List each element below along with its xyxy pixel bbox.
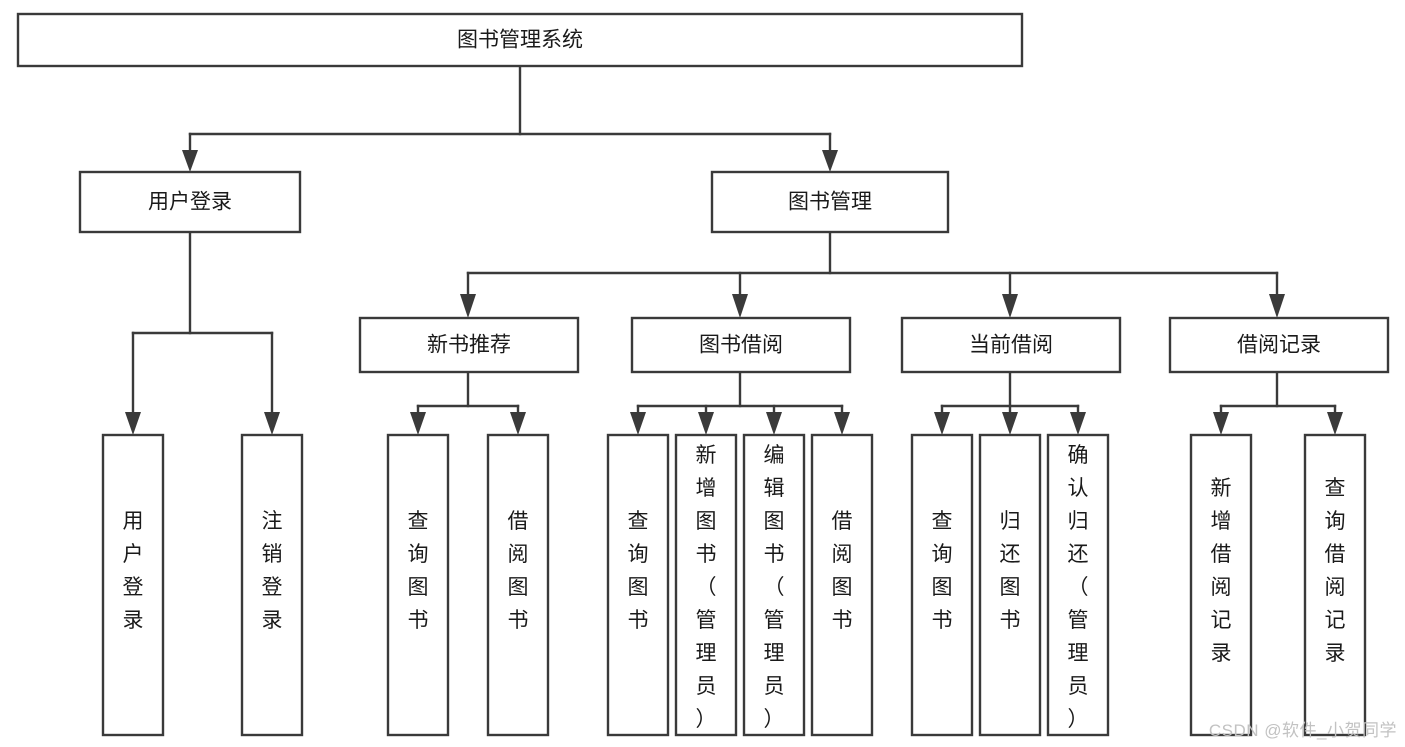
node-leaf-query-book-2-box[interactable]	[606, 433, 670, 737]
connector-group-book-borrow	[630, 370, 850, 435]
node-current-borrow-box[interactable]	[900, 316, 1122, 374]
node-new-book-rec[interactable]: 新书推荐	[358, 316, 580, 374]
node-leaf-query-record[interactable]: 查询借阅记录	[1303, 433, 1367, 737]
node-leaf-query-record-box[interactable]	[1303, 433, 1367, 737]
node-book-manage[interactable]: 图书管理	[710, 170, 950, 234]
node-leaf-add-book-box[interactable]	[674, 433, 738, 737]
arrow-user-login-b1-icon	[125, 412, 141, 435]
arrow-br-b1-icon	[1213, 412, 1229, 435]
node-current-borrow-label: 当前借阅	[969, 334, 1053, 357]
node-leaf-borrow-book-2-box[interactable]	[810, 433, 874, 737]
node-borrow-record[interactable]: 借阅记录	[1168, 316, 1390, 374]
node-current-borrow[interactable]: 当前借阅	[900, 316, 1122, 374]
node-leaf-add-book-label: 新增图书（管理员）	[696, 444, 717, 731]
node-leaf-confirm-return-box[interactable]	[1046, 433, 1110, 737]
node-leaf-edit-book-box[interactable]	[742, 433, 806, 737]
connector-group-current-borrow	[934, 370, 1086, 435]
node-book-manage-box[interactable]	[710, 170, 950, 234]
arrow-bm-c1-icon	[460, 294, 476, 318]
arrow-bb-b3-icon	[766, 412, 782, 435]
node-leaf-logout-label: 注销登录	[262, 510, 283, 632]
arrow-user-login-b2-icon	[264, 412, 280, 435]
node-leaf-borrow-book-1-label: 借阅图书	[508, 510, 529, 632]
node-leaf-user-login-box[interactable]	[101, 433, 165, 737]
node-leaf-logout[interactable]: 注销登录	[240, 433, 304, 737]
node-leaf-confirm-return-label: 确认归还（管理员）	[1068, 444, 1089, 731]
node-book-borrow-box[interactable]	[630, 316, 852, 374]
arrow-root-to-user-login-icon	[182, 150, 198, 172]
connector-group-borrow-record	[1213, 370, 1343, 435]
node-leaf-query-book-2[interactable]: 查询图书	[606, 433, 670, 737]
connector-group-new-book-rec	[410, 370, 526, 435]
node-book-manage-label: 图书管理	[788, 191, 872, 214]
connector-group-root	[182, 63, 838, 172]
node-leaf-return-book-label: 归还图书	[1000, 510, 1021, 632]
node-leaf-add-record-box[interactable]	[1189, 433, 1253, 737]
node-leaf-query-book-1-label: 查询图书	[408, 510, 429, 632]
arrow-bb-b4-icon	[834, 412, 850, 435]
node-leaf-user-login[interactable]: 用户登录	[101, 433, 165, 737]
node-leaf-query-book-3[interactable]: 查询图书	[910, 433, 974, 737]
connector-group-user-login	[125, 230, 280, 435]
arrow-bm-c4-icon	[1269, 294, 1285, 318]
arrow-bm-c2-icon	[732, 294, 748, 318]
node-leaf-edit-book-label: 编辑图书（管理员）	[764, 444, 785, 731]
node-leaf-borrow-book-2-label: 借阅图书	[832, 510, 853, 632]
arrow-root-to-book-manage-icon	[822, 150, 838, 172]
node-leaf-add-record-label: 新增借阅记录	[1211, 477, 1232, 665]
arrow-bb-b2-icon	[698, 412, 714, 435]
node-leaf-query-book-3-box[interactable]	[910, 433, 974, 737]
node-leaf-return-book-box[interactable]	[978, 433, 1042, 737]
arrow-br-b2-icon	[1327, 412, 1343, 435]
connector-group-book-manage	[460, 230, 1285, 318]
arrow-nbr-b2-icon	[510, 412, 526, 435]
arrow-cb-b2-icon	[1002, 412, 1018, 435]
arrow-nbr-b1-icon	[410, 412, 426, 435]
arrow-cb-b1-icon	[934, 412, 950, 435]
node-leaf-logout-box[interactable]	[240, 433, 304, 737]
node-leaf-borrow-book-2[interactable]: 借阅图书	[810, 433, 874, 737]
node-leaf-query-book-3-label: 查询图书	[932, 510, 953, 632]
node-leaf-add-record[interactable]: 新增借阅记录	[1189, 433, 1253, 737]
node-leaf-add-book[interactable]: 新增图书（管理员）	[674, 433, 738, 737]
node-root-box[interactable]	[16, 12, 1024, 68]
node-leaf-edit-book[interactable]: 编辑图书（管理员）	[742, 433, 806, 737]
node-borrow-record-label: 借阅记录	[1237, 334, 1321, 357]
node-user-login[interactable]: 用户登录	[78, 170, 302, 234]
node-root-label: 图书管理系统	[457, 29, 583, 52]
node-leaf-query-book-2-label: 查询图书	[628, 510, 649, 632]
node-leaf-query-book-1[interactable]: 查询图书	[386, 433, 450, 737]
node-user-login-box[interactable]	[78, 170, 302, 234]
arrow-bm-c3-icon	[1002, 294, 1018, 318]
node-leaf-query-book-1-box[interactable]	[386, 433, 450, 737]
node-leaf-user-login-label: 用户登录	[123, 510, 144, 632]
node-book-borrow-label: 图书借阅	[699, 334, 783, 357]
arrow-cb-b3-icon	[1070, 412, 1086, 435]
node-leaf-query-record-label: 查询借阅记录	[1325, 477, 1346, 665]
node-new-book-rec-label: 新书推荐	[427, 334, 511, 357]
node-leaf-return-book[interactable]: 归还图书	[978, 433, 1042, 737]
arrow-bb-b1-icon	[630, 412, 646, 435]
node-root[interactable]: 图书管理系统	[16, 12, 1024, 68]
node-book-borrow[interactable]: 图书借阅	[630, 316, 852, 374]
node-leaf-borrow-book-1-box[interactable]	[486, 433, 550, 737]
node-borrow-record-box[interactable]	[1168, 316, 1390, 374]
node-new-book-rec-box[interactable]	[358, 316, 580, 374]
node-user-login-label: 用户登录	[148, 191, 232, 214]
node-leaf-borrow-book-1[interactable]: 借阅图书	[486, 433, 550, 737]
csdn-watermark: CSDN @软件_小贺同学	[1208, 721, 1397, 740]
node-leaf-confirm-return[interactable]: 确认归还（管理员）	[1046, 433, 1110, 737]
